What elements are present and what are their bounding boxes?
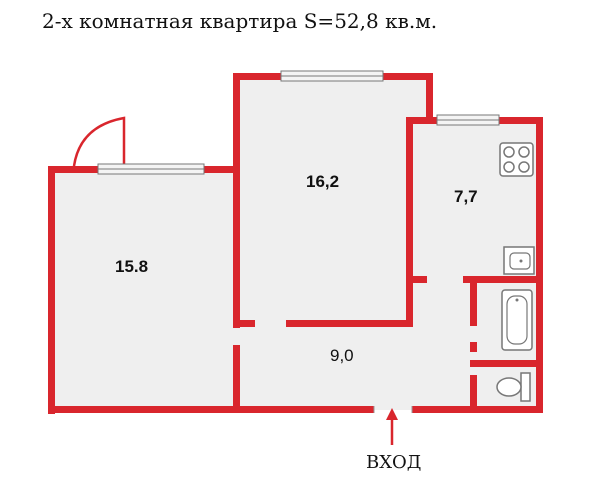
window-icon [436, 114, 500, 126]
room-label-left: 15.8 [115, 257, 148, 276]
bathtub-icon [501, 289, 533, 351]
entrance-arrow-icon [386, 408, 398, 445]
plan-title: 2-х комнатная квартира S=52,8 кв.м. [42, 9, 438, 33]
balcony-outline [72, 116, 126, 167]
room-label-middle: 16,2 [306, 172, 339, 191]
room-label-hall: 9,0 [330, 346, 354, 365]
window-icon [97, 163, 205, 175]
entrance-label: ВХОД [366, 452, 422, 473]
stove-icon [499, 142, 534, 177]
room-label-kitchen: 7,7 [454, 187, 478, 206]
window-icon [280, 70, 384, 82]
toilet-icon [496, 372, 531, 402]
sink-icon [503, 246, 535, 275]
